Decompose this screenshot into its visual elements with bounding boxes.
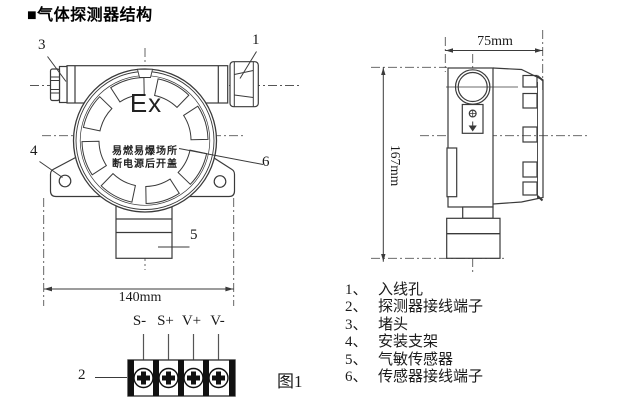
legend-item: 6、 传感器接线端子 (345, 369, 483, 386)
cover-grip-segments (81, 76, 209, 205)
side-screw-detail (461, 103, 484, 134)
dimension-label-75mm: 75mm (477, 34, 513, 49)
leader-lines-front (39, 51, 264, 248)
legend-item: 4、 安装支架 (345, 334, 483, 351)
dimension-label-167mm: 167mm (388, 145, 403, 187)
plug-shape (49, 65, 68, 104)
cover-circle (72, 68, 218, 213)
callout-3-plug: 3 (38, 37, 46, 53)
side-cover-profile (492, 67, 544, 205)
terminal-label-s-minus: S- (132, 313, 147, 329)
dimension-167 (381, 67, 386, 262)
legend-item: 1、 入线孔 (345, 282, 483, 299)
terminal-label-s-plus: S+ (157, 313, 174, 329)
front-view-drawing (30, 48, 300, 306)
legend-item-text: 入线孔 (378, 282, 424, 298)
inlet-nut (229, 61, 259, 108)
warning-text-line2: 断电源后开盖 (112, 159, 178, 170)
callout-5-gas-sensor: 5 (190, 227, 198, 243)
legend-item-text: 探测器接线端子 (378, 299, 484, 316)
side-gas-sensor (446, 206, 501, 259)
legend-item-text: 传感器接线端子 (378, 368, 484, 385)
side-view-drawing (371, 30, 587, 272)
legend-list: 1、 入线孔 2、 探测器接线端子 3、 堵头 4、 安装支架 5、 气敏传感器… (345, 282, 483, 386)
page-title: ■气体探测器结构 (27, 7, 153, 24)
dimension-75 (445, 48, 543, 53)
dimension-label-140mm: 140mm (118, 290, 162, 305)
legend-item: 3、 堵头 (345, 317, 483, 334)
figure-caption: 图1 (277, 372, 303, 391)
legend-item-number: 5、 (345, 351, 368, 368)
legend-item-text: 堵头 (378, 316, 409, 333)
terminal-separators (128, 360, 235, 396)
warning-text-line1: 易燃易爆场所 (112, 146, 178, 157)
ex-marking: Ex (129, 88, 163, 118)
legend-item-number: 3、 (345, 316, 368, 333)
legend-item: 2、 探测器接线端子 (345, 299, 483, 316)
terminal-label-v-minus: V- (210, 313, 225, 329)
legend-item: 5、 气敏传感器 (345, 352, 483, 369)
side-bracket-plate (446, 147, 458, 198)
legend-item-text: 安装支架 (378, 334, 439, 351)
bracket-hole-right (213, 175, 227, 188)
legend-item-text: 气敏传感器 (378, 351, 454, 368)
legend-item-number: 6、 (345, 368, 368, 385)
terminal-label-v-plus: V+ (181, 313, 202, 329)
legend-item-number: 2、 (345, 299, 368, 316)
callout-4-bracket: 4 (30, 143, 38, 159)
terminal-block-drawing (95, 334, 236, 397)
dimension-140 (43, 198, 235, 306)
terminal-screws (133, 367, 229, 389)
legend-item-number: 4、 (345, 334, 368, 351)
legend-item-number: 1、 (345, 282, 368, 298)
callout-2-detector-terminal: 2 (78, 367, 86, 383)
callout-6-sensor-terminal: 6 (262, 154, 270, 170)
callout-1-inlet-hole: 1 (252, 32, 260, 48)
bracket-hole-left (58, 174, 72, 188)
